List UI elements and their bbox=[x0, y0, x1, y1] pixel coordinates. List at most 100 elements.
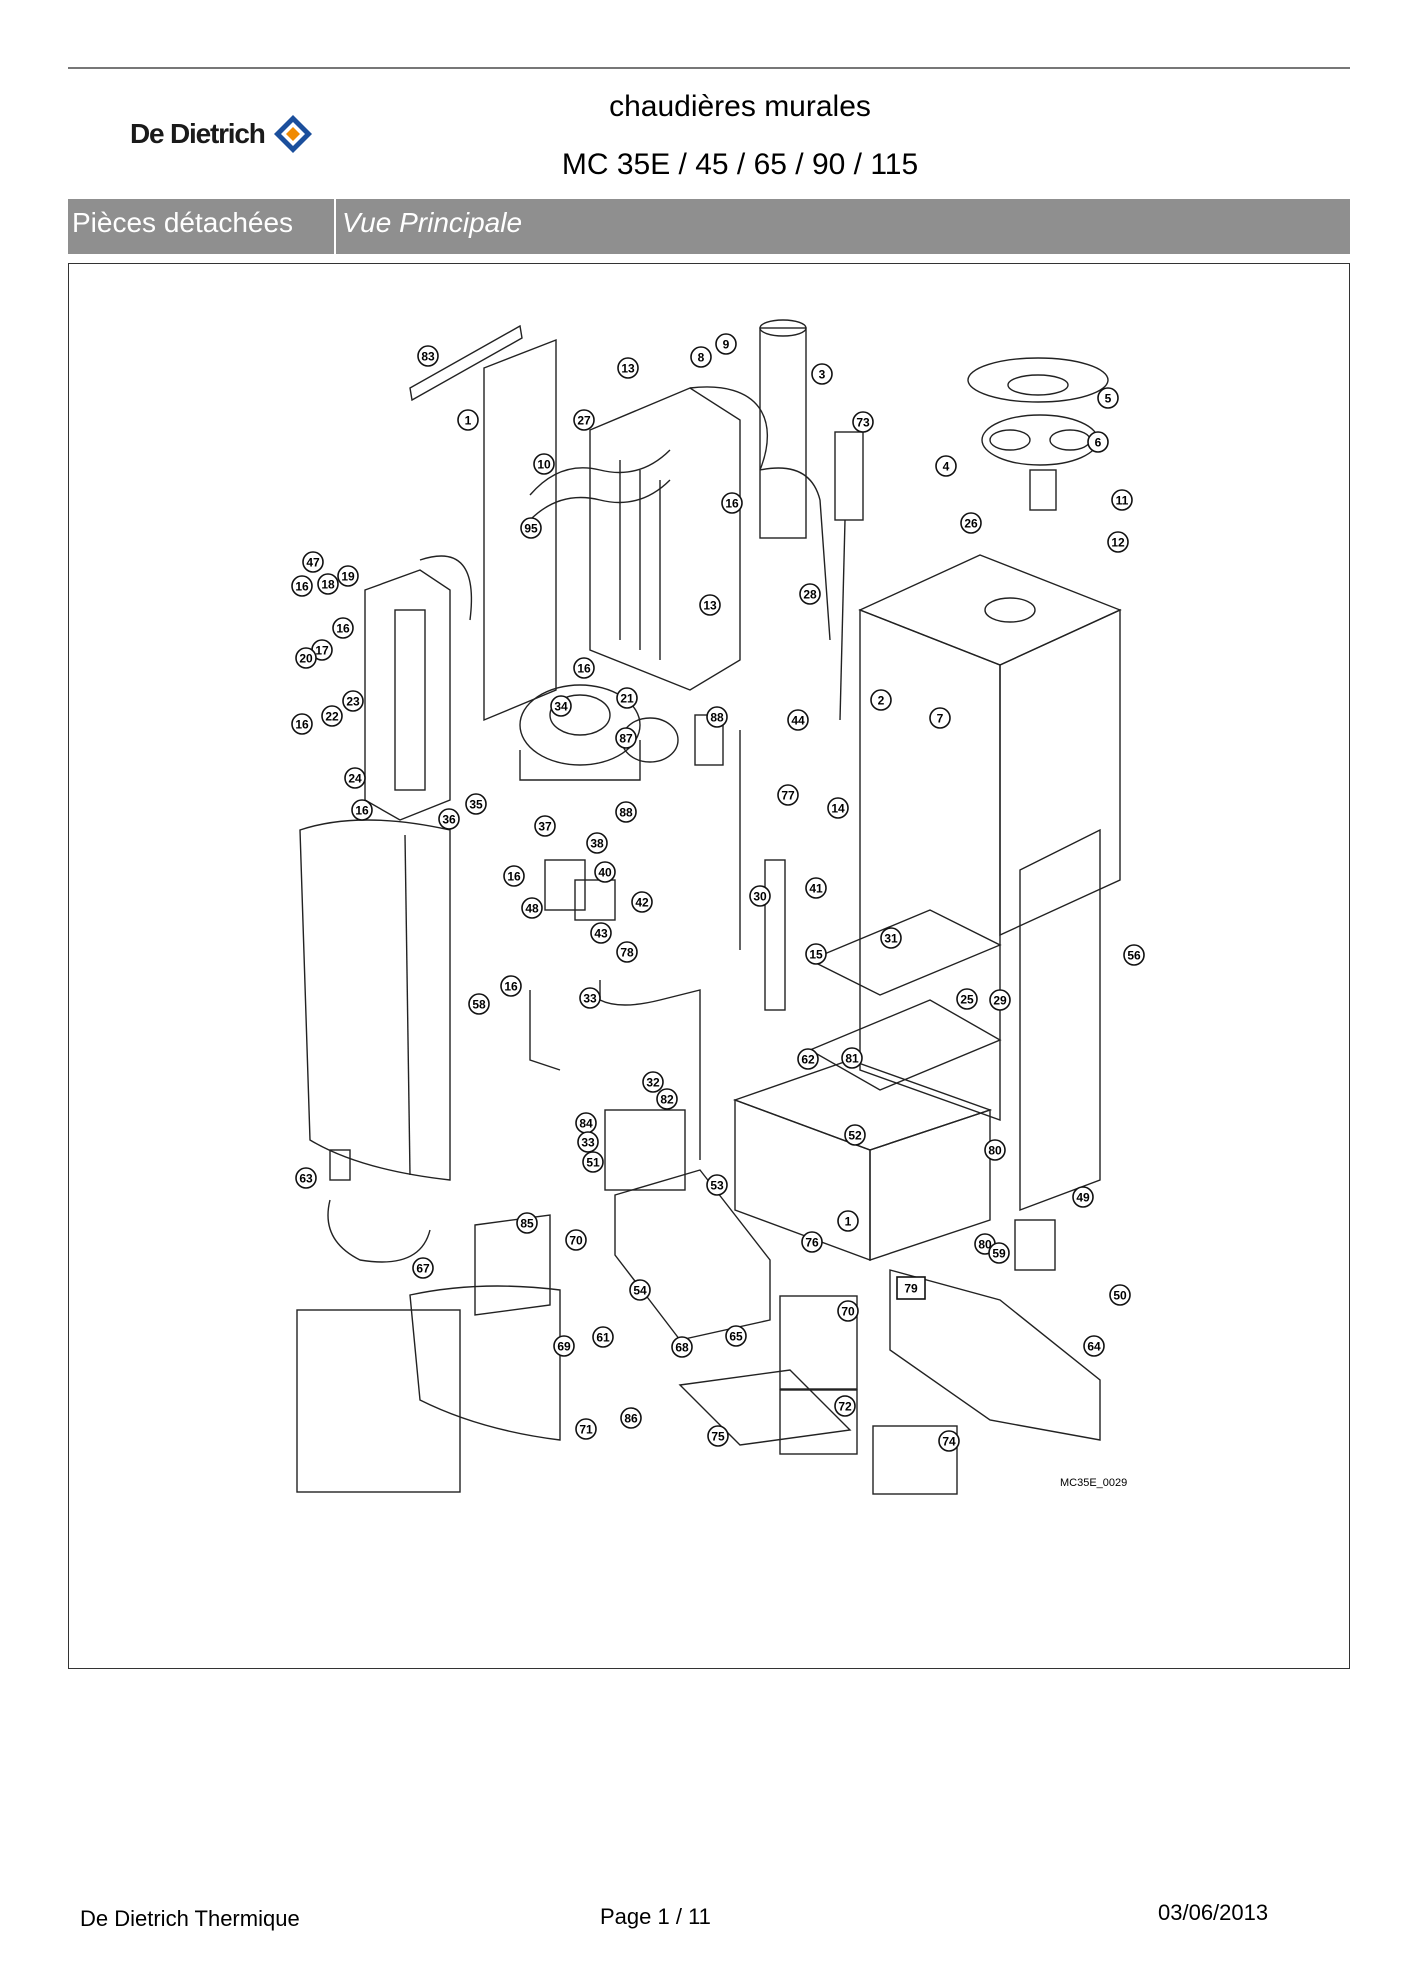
callout-marker bbox=[295, 647, 317, 669]
callout-number: 51 bbox=[586, 1156, 600, 1170]
callout-marker bbox=[520, 517, 542, 539]
callout-marker bbox=[870, 689, 892, 711]
callout-1: 1 bbox=[457, 409, 479, 431]
callout-number: 13 bbox=[621, 362, 635, 376]
callout-number: 14 bbox=[831, 802, 845, 816]
callout-35: 35 bbox=[465, 793, 487, 815]
callout-number: 82 bbox=[660, 1093, 674, 1107]
callout-10: 10 bbox=[533, 453, 555, 475]
callout-marker bbox=[749, 885, 771, 907]
callout-8: 8 bbox=[690, 346, 712, 368]
callout-marker bbox=[841, 1047, 863, 1069]
callout-marker bbox=[468, 993, 490, 1015]
callout-number: 67 bbox=[416, 1262, 430, 1276]
callout-marker bbox=[642, 1071, 664, 1093]
callout-marker bbox=[629, 1279, 651, 1301]
callout-marker bbox=[592, 1326, 614, 1348]
callout-37: 37 bbox=[534, 815, 556, 837]
callout-number: 65 bbox=[729, 1330, 743, 1344]
callout-27: 27 bbox=[573, 409, 595, 431]
callout-number: 16 bbox=[355, 804, 369, 818]
callout-77: 77 bbox=[777, 784, 799, 806]
callout-number: 71 bbox=[579, 1423, 593, 1437]
callout-marker bbox=[594, 861, 616, 883]
callout-marker bbox=[1109, 1284, 1131, 1306]
callout-marker bbox=[457, 409, 479, 431]
callout-number: 18 bbox=[321, 578, 335, 592]
callout-marker bbox=[725, 1325, 747, 1347]
callout-40: 40 bbox=[594, 861, 616, 883]
callout-marker bbox=[699, 594, 721, 616]
callout-number: 8 bbox=[698, 351, 705, 365]
callout-marker bbox=[956, 988, 978, 1010]
view-label: Vue Principale bbox=[342, 207, 523, 238]
model-list: MC 35E / 45 / 65 / 90 / 115 bbox=[561, 148, 919, 181]
callout-marker bbox=[332, 617, 354, 639]
callout-number: 59 bbox=[992, 1247, 1006, 1261]
callout-number: 70 bbox=[841, 1305, 855, 1319]
callout-79: 79 bbox=[896, 1276, 926, 1300]
callout-number: 38 bbox=[590, 837, 604, 851]
callout-number: 33 bbox=[581, 1136, 595, 1150]
callout-marker bbox=[616, 687, 638, 709]
callout-number: 95 bbox=[524, 522, 538, 536]
callout-51: 51 bbox=[582, 1151, 604, 1173]
callout-80: 80 bbox=[984, 1139, 1006, 1161]
callout-14: 14 bbox=[827, 797, 849, 819]
callout-81: 81 bbox=[841, 1047, 863, 1069]
callout-67: 67 bbox=[412, 1257, 434, 1279]
callout-number: 74 bbox=[942, 1435, 956, 1449]
callout-47: 47 bbox=[302, 551, 324, 573]
callout-marker bbox=[565, 1229, 587, 1251]
callout-marker bbox=[615, 727, 637, 749]
callout-marker bbox=[295, 1167, 317, 1189]
callout-number: 88 bbox=[619, 806, 633, 820]
callout-number: 34 bbox=[554, 700, 568, 714]
callout-number: 41 bbox=[809, 882, 823, 896]
callout-76: 76 bbox=[801, 1231, 823, 1253]
callout-70: 70 bbox=[837, 1300, 859, 1322]
callout-50: 50 bbox=[1109, 1284, 1131, 1306]
logo-text: De Dietrich bbox=[130, 118, 266, 149]
callout-2: 2 bbox=[870, 689, 892, 711]
callout-85: 85 bbox=[516, 1212, 538, 1234]
callout-number: 77 bbox=[781, 789, 795, 803]
callout-65: 65 bbox=[725, 1325, 747, 1347]
callout-marker bbox=[503, 865, 525, 887]
callout-69: 69 bbox=[553, 1335, 575, 1357]
callout-16: 16 bbox=[291, 575, 313, 597]
callout-marker bbox=[706, 706, 728, 728]
callout-number: 80 bbox=[978, 1238, 992, 1252]
callout-number: 61 bbox=[596, 1331, 610, 1345]
callout-marker bbox=[805, 943, 827, 965]
callout-number: 49 bbox=[1076, 1191, 1090, 1205]
callout-number: 69 bbox=[557, 1340, 571, 1354]
callout-marker bbox=[960, 512, 982, 534]
callout-41: 41 bbox=[805, 877, 827, 899]
callout-59: 59 bbox=[988, 1242, 1010, 1264]
callout-marker bbox=[620, 1407, 642, 1429]
callout-marker bbox=[291, 575, 313, 597]
callout-marker bbox=[500, 975, 522, 997]
callout-number: 29 bbox=[993, 994, 1007, 1008]
callout-number: 62 bbox=[801, 1053, 815, 1067]
callout-17: 17 bbox=[311, 639, 333, 661]
callout-number: 16 bbox=[295, 580, 309, 594]
callout-marker bbox=[852, 411, 874, 433]
callout-number: 48 bbox=[525, 902, 539, 916]
callout-marker bbox=[516, 1212, 538, 1234]
callout-number: 53 bbox=[710, 1179, 724, 1193]
callout-number: 35 bbox=[469, 798, 483, 812]
callout-24: 24 bbox=[344, 767, 366, 789]
callout-78: 78 bbox=[616, 941, 638, 963]
callout-marker bbox=[656, 1088, 678, 1110]
callout-16: 16 bbox=[503, 865, 525, 887]
callout-38: 38 bbox=[586, 832, 608, 854]
callout-marker bbox=[438, 808, 460, 830]
callout-11: 11 bbox=[1111, 489, 1133, 511]
callout-marker bbox=[616, 941, 638, 963]
callout-12: 12 bbox=[1107, 531, 1129, 553]
callout-44: 44 bbox=[787, 709, 809, 731]
callout-88: 88 bbox=[706, 706, 728, 728]
callout-number: 88 bbox=[710, 711, 724, 725]
